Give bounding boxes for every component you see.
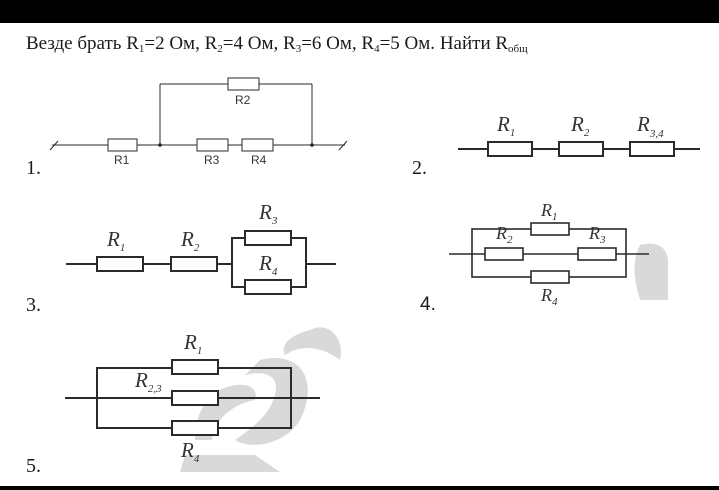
- resistor-r4: [244, 279, 292, 295]
- resistor-r34: [629, 141, 675, 157]
- target-r-total: Rобщ: [495, 33, 528, 55]
- circuit-2-number: 2.: [412, 157, 427, 179]
- bottom-border: [0, 486, 719, 490]
- resistor-r3: [196, 138, 229, 152]
- task-statement: Везде брать R1=2 Ом, R2=4 Ом, R3=6 Ом, R…: [26, 33, 528, 55]
- resistor-r2: [558, 141, 604, 157]
- circuit-5: R1 R2,3 R4: [65, 330, 320, 465]
- label-r4: R4: [251, 153, 267, 167]
- resistor-r3: [577, 247, 617, 261]
- task-prefix: Везде брать: [26, 33, 127, 54]
- watermark: [180, 243, 668, 472]
- label-r1: R1: [114, 153, 130, 167]
- label-r2: R2: [495, 223, 513, 246]
- label-r1: R1: [183, 330, 202, 357]
- given-r1: R1=2 Ом,: [126, 33, 205, 55]
- circuit-2: R1 R2 R3,4: [458, 112, 700, 157]
- circuit-3-number: 3.: [26, 294, 41, 316]
- given-r3: R3=6 Ом,: [283, 33, 362, 55]
- label-r1: R1: [540, 200, 558, 223]
- resistor-r4: [241, 138, 274, 152]
- label-r3: R3: [258, 200, 278, 227]
- resistor-r3: [244, 230, 292, 246]
- circuit-1-number: 1.: [26, 157, 41, 179]
- label-r4: R4: [258, 251, 278, 278]
- top-black-bar: [0, 0, 719, 23]
- resistor-r1: [96, 256, 144, 272]
- circuit-4: R1 R2 R3 R4: [449, 200, 649, 308]
- task-suffix: Найти: [439, 33, 496, 54]
- resistor-r1: [107, 138, 138, 152]
- circuit-3: R1 R2 R3 R4: [66, 200, 336, 295]
- circuit-1: R1 R2 R3 R4: [49, 77, 348, 167]
- resistor-r4: [530, 270, 570, 284]
- label-r1: R1: [106, 227, 125, 254]
- resistor-r4: [171, 420, 219, 436]
- resistor-r23: [171, 390, 219, 406]
- resistor-r2: [227, 77, 260, 91]
- resistor-r1: [171, 359, 219, 375]
- label-r4: R4: [540, 285, 558, 308]
- junction-dot: [310, 143, 314, 147]
- label-r23: R2,3: [134, 368, 162, 395]
- circuit-5-number: 5.: [26, 455, 41, 477]
- label-r1: R1: [496, 112, 515, 139]
- label-r2: R2: [235, 93, 251, 107]
- resistor-r2: [484, 247, 524, 261]
- resistor-r1: [487, 141, 533, 157]
- circuit-4-number: 4.: [420, 294, 436, 315]
- resistor-r2: [170, 256, 218, 272]
- label-r4: R4: [180, 438, 200, 465]
- label-r3: R3: [588, 223, 606, 246]
- given-r4: R4=5 Ом.: [361, 33, 440, 55]
- label-r3: R3: [204, 153, 220, 167]
- label-r34: R3,4: [636, 112, 664, 140]
- resistor-r1: [530, 222, 570, 236]
- label-r2: R2: [570, 112, 590, 139]
- given-r2: R2=4 Ом,: [204, 33, 283, 55]
- label-r2: R2: [180, 227, 200, 254]
- junction-dot: [158, 143, 162, 147]
